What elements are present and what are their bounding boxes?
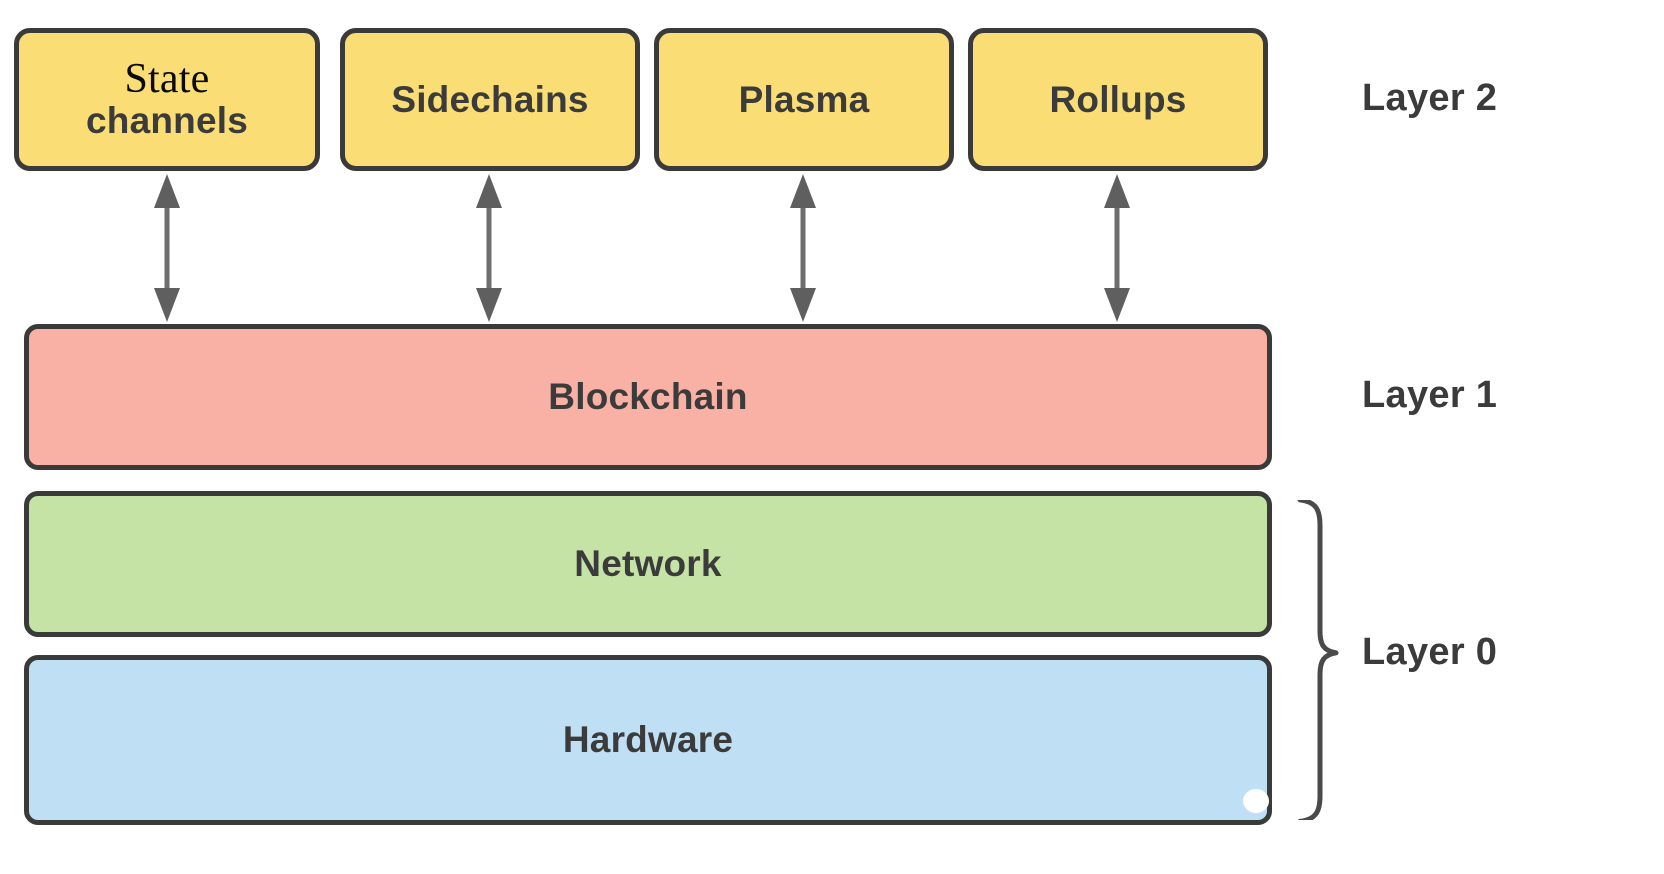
layer0-bar-network[interactable]: Network xyxy=(24,491,1272,637)
double-arrow-icon-rollups xyxy=(1100,172,1134,324)
double-arrow-icon-sidechains xyxy=(472,172,506,324)
layer-label-layer-0: Layer 0 xyxy=(1362,631,1498,673)
layer-label-layer-1: Layer 1 xyxy=(1362,374,1498,416)
layer0-bar-hardware[interactable]: Hardware xyxy=(24,655,1272,825)
layer2-box-rollups-label: Rollups xyxy=(1049,78,1187,120)
layer0-bar-network-label: Network xyxy=(574,543,722,585)
layer2-box-state-channels[interactable]: State channels xyxy=(14,28,320,171)
layer2-box-rollups[interactable]: Rollups xyxy=(968,28,1268,171)
layer1-bar-blockchain[interactable]: Blockchain xyxy=(24,324,1272,470)
layer0-bar-hardware-label: Hardware xyxy=(562,719,734,761)
corner-artifact xyxy=(1243,789,1269,813)
layer2-box-plasma[interactable]: Plasma xyxy=(654,28,954,171)
double-arrow-icon-plasma xyxy=(786,172,820,324)
double-arrow-icon-state-channels xyxy=(150,172,184,324)
right-curly-brace-icon xyxy=(1290,500,1350,820)
layer1-bar-blockchain-label: Blockchain xyxy=(548,376,748,418)
layer2-box-sidechains-label: Sidechains xyxy=(391,78,589,120)
layer2-box-state-channels-line1: State xyxy=(124,55,210,102)
layer-label-layer-2: Layer 2 xyxy=(1362,77,1498,119)
layer2-box-sidechains[interactable]: Sidechains xyxy=(340,28,640,171)
layer2-box-state-channels-line2: channels xyxy=(86,99,248,141)
layer2-box-plasma-label: Plasma xyxy=(738,78,870,120)
